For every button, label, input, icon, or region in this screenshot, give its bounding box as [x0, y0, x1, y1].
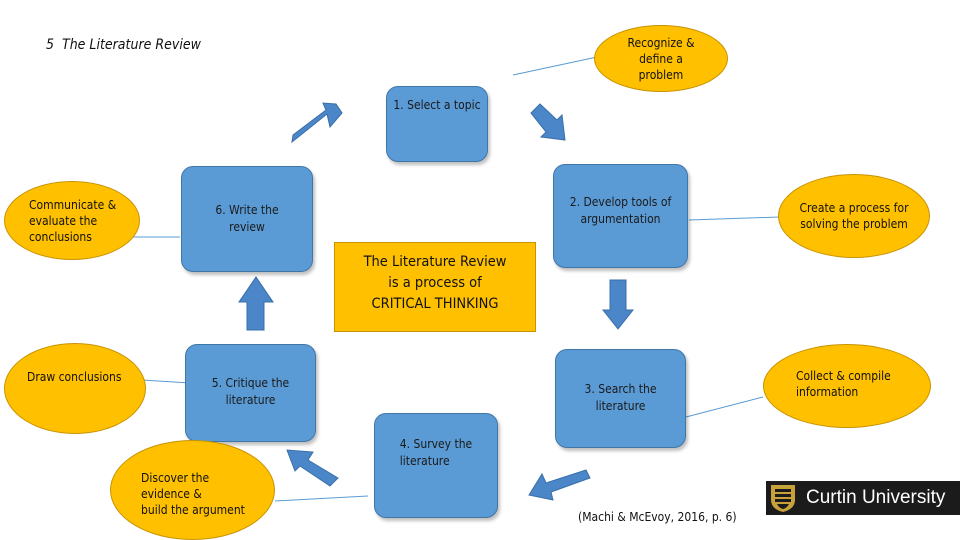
step-critique-box: 5. Critique the literature: [185, 344, 316, 442]
oval-draw-label: Draw conclusions: [27, 370, 122, 384]
arrow-develop-to-search: [601, 279, 635, 330]
arrow-survey-to-critique: [286, 449, 339, 487]
oval-communicate-label: Communicate & evaluate the conclusions: [29, 198, 117, 244]
oval-collect: Collect & compile information: [763, 344, 931, 428]
step-search-box: 3. Search the literature: [555, 349, 686, 448]
step-survey-label: 4. Survey the literature: [399, 437, 473, 468]
step-critique-label: 5. Critique the literature: [211, 376, 290, 407]
connector-discover: [274, 495, 369, 502]
arrow-critique-to-write: [238, 276, 274, 331]
oval-create-label: Create a process for solving the problem: [799, 201, 909, 231]
oval-recognize: Recognize & define a problem: [594, 25, 728, 92]
step-select-box: 1. Select a topic: [386, 86, 488, 162]
oval-communicate: Communicate & evaluate the conclusions: [4, 181, 140, 260]
page-title: 5 The Literature Review: [46, 37, 201, 53]
crest-icon: [771, 485, 795, 512]
oval-draw: Draw conclusions: [4, 343, 146, 434]
connector-recognize: [512, 56, 598, 76]
step-select-label: 1. Select a topic: [393, 98, 481, 112]
connector-draw: [141, 379, 191, 384]
logo-text: Curtin University: [806, 487, 946, 508]
citation: (Machi & McEvoy, 2016, p. 6): [578, 510, 737, 524]
step-search-label: 3. Search the literature: [584, 382, 657, 413]
step-write-box: 6. Write the review: [181, 166, 313, 272]
connector-collect: [685, 396, 764, 418]
arrow-select-to-develop: [530, 103, 566, 141]
curtin-logo: Curtin University: [766, 481, 960, 515]
center-statement: The Literature Review is a process of CR…: [334, 242, 536, 332]
oval-recognize-label: Recognize & define a problem: [627, 36, 695, 82]
oval-collect-label: Collect & compile information: [796, 369, 891, 399]
oval-discover: Discover the evidence & build the argume…: [110, 440, 275, 540]
arrow-write-to-select: [291, 102, 343, 144]
arrow-search-to-survey: [528, 469, 591, 501]
oval-create: Create a process for solving the problem: [778, 174, 930, 258]
oval-discover-label: Discover the evidence & build the argume…: [141, 471, 245, 517]
step-develop-box: 2. Develop tools of argumentation: [553, 164, 688, 268]
step-write-label: 6. Write the review: [215, 203, 279, 234]
connector-create: [688, 216, 781, 221]
step-develop-label: 2. Develop tools of argumentation: [569, 195, 672, 226]
step-survey-box: 4. Survey the literature: [374, 413, 498, 518]
